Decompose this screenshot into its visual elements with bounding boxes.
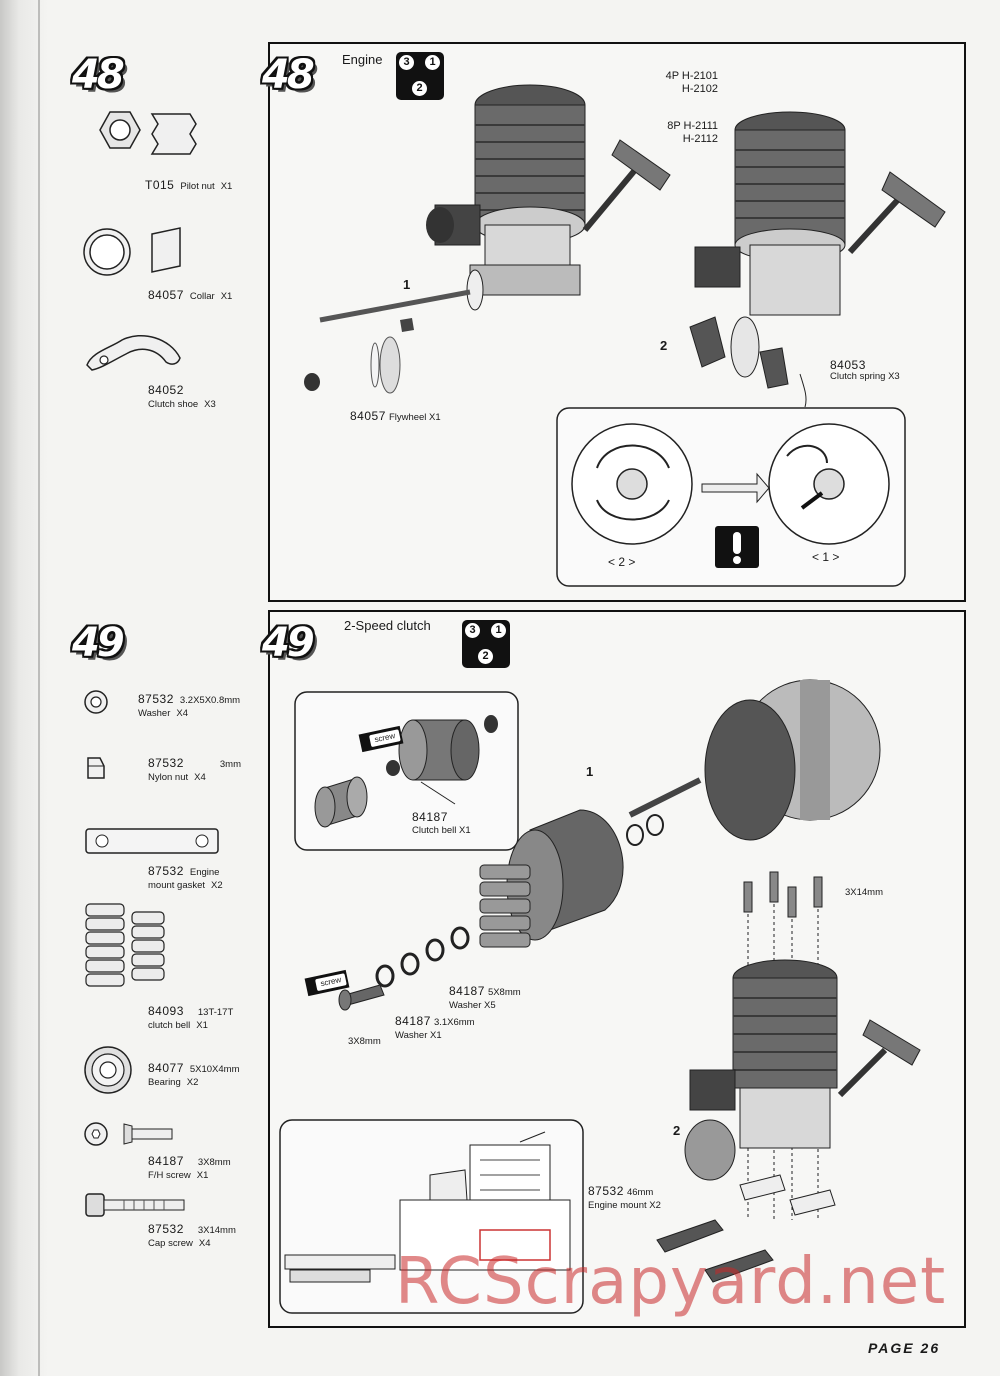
engine-mount-parts bbox=[656, 1219, 774, 1283]
washer-5x8-label: 84187 5X8mm Washer X5 bbox=[449, 984, 521, 1012]
nylon-nut-icon bbox=[87, 757, 105, 779]
step-48-title: Engine bbox=[342, 52, 383, 67]
binding-shadow bbox=[0, 0, 48, 1376]
inset-label-1: < 1 > bbox=[812, 550, 840, 564]
engine-mount-inset bbox=[279, 1119, 584, 1314]
engine-mount-gasket-icon bbox=[85, 828, 219, 854]
clutch-bell-label: 84187 Clutch bell X1 bbox=[412, 810, 471, 837]
clutch-spring-label: 84053 Clutch spring X3 bbox=[830, 358, 900, 382]
engine-drawing-1 bbox=[304, 84, 671, 394]
screw-3x14-label: 3X14mm bbox=[845, 887, 884, 898]
engine-code-4p: 4P H-2101 H-2102 bbox=[665, 70, 718, 95]
watermark: RCScrapyard.net bbox=[395, 1245, 947, 1319]
step-49-sub-1: 1 bbox=[586, 764, 594, 779]
engine-code-8p: 8P H-2111 H-2112 bbox=[667, 120, 718, 145]
spring-install-inset bbox=[556, 407, 906, 587]
step-49-sub-2: 2 bbox=[673, 1123, 681, 1138]
sequence-icon-48: 3 1 2 bbox=[396, 52, 444, 100]
clutch-bell-inset bbox=[294, 691, 519, 851]
engine-mount-label: 87532 46mm Engine mount X2 bbox=[588, 1184, 661, 1212]
step-48-sub-2: 2 bbox=[660, 338, 668, 353]
step-49-panel-badge: 49 bbox=[262, 620, 315, 666]
clutch-shoe-icon bbox=[86, 335, 181, 371]
step-49-title: 2-Speed clutch bbox=[344, 618, 431, 633]
step-48-badge: 48 bbox=[72, 52, 125, 98]
clutch-bell-gear-icon bbox=[85, 903, 165, 987]
clutch-assembly-drawing bbox=[338, 679, 921, 1220]
cap-screw-icon bbox=[85, 1193, 185, 1217]
page-number: PAGE 26 bbox=[868, 1340, 941, 1356]
flywheel-label: 84057 Flywheel X1 bbox=[350, 409, 441, 424]
collar-icon bbox=[83, 227, 181, 276]
pilot-nut-icon bbox=[99, 111, 197, 155]
binding-line bbox=[38, 0, 40, 1376]
step-48-panel-badge: 48 bbox=[262, 52, 315, 98]
washer-icon bbox=[84, 690, 108, 714]
washer-3x6-label: 84187 3.1X6mm Washer X1 bbox=[395, 1014, 475, 1042]
step-49-badge: 49 bbox=[72, 620, 125, 666]
flat-head-screw-icon bbox=[84, 1122, 173, 1146]
sequence-icon-49: 3 1 2 bbox=[462, 620, 510, 668]
screw-3x8-label: 3X8mm bbox=[348, 1036, 381, 1047]
engine-drawing-2 bbox=[689, 111, 946, 408]
bearing-icon bbox=[84, 1046, 132, 1094]
step-48-sub-1: 1 bbox=[403, 277, 411, 292]
inset-label-2: < 2 > bbox=[608, 555, 636, 569]
